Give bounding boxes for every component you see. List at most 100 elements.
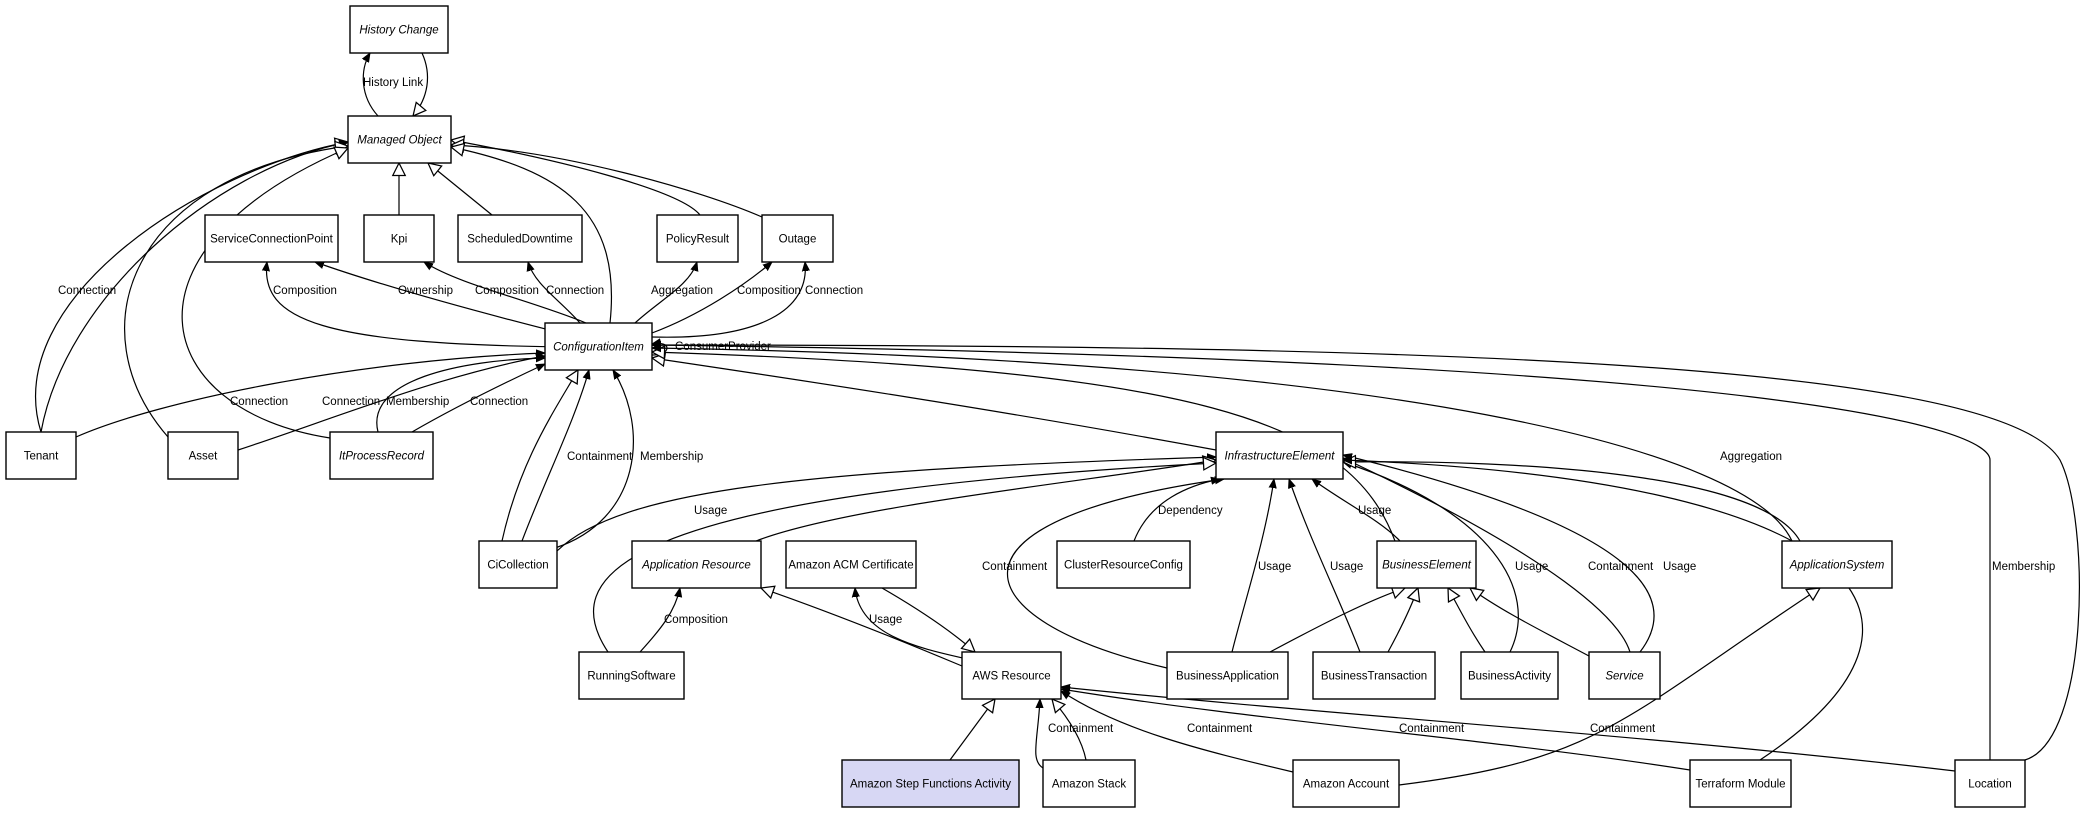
class-node-label: Kpi (391, 234, 408, 246)
class-node-application-system[interactable]: ApplicationSystem (1781, 540, 1893, 589)
association-edge-amazon_account-to-aws_resource (1061, 691, 1294, 773)
inheritance-edge-configuration_item-to-managed_object (451, 147, 612, 324)
class-node-label: BusinessElement (1382, 560, 1472, 572)
inheritance-edge-application_resource-to-infrastructure_element (755, 460, 1216, 542)
class-node-tenant[interactable]: Tenant (5, 431, 77, 480)
edge-label-e59: Containment (1590, 723, 1656, 735)
edge-label-e19: ConsumerProvider (675, 341, 771, 353)
class-node-ci-collection[interactable]: CiCollection (478, 540, 558, 589)
edge-label-e12: Composition (273, 285, 337, 297)
class-node-label: RunningSoftware (587, 671, 675, 683)
association-edge-service-to-infrastructure_element (1343, 455, 1655, 653)
class-node-amazon-account[interactable]: Amazon Account (1292, 759, 1400, 808)
association-edge-configuration_item-to-policy_result (634, 262, 697, 324)
class-node-label: Amazon Account (1303, 779, 1390, 791)
inheritance-edge-service-to-business_element (1470, 588, 1590, 657)
class-node-asset[interactable]: Asset (167, 431, 239, 480)
association-edge-ci_collection-to-configuration_item (521, 370, 589, 542)
class-node-history-change[interactable]: History Change (349, 5, 449, 54)
class-node-configuration-item[interactable]: ConfigurationItem (544, 322, 653, 371)
class-node-aws-resource[interactable]: AWS Resource (961, 651, 1062, 700)
association-edge-ci_collection-to-infrastructure_element (556, 457, 1216, 552)
inheritance-edge-aws_resource-to-application_resource (761, 588, 963, 667)
class-node-amazon-step-functions-activity[interactable]: Amazon Step Functions Activity (841, 759, 1020, 808)
edge-label-e57: Containment (1187, 723, 1253, 735)
class-node-service[interactable]: Service (1588, 651, 1661, 700)
class-node-managed-object[interactable]: Managed Object (347, 115, 452, 164)
edge-label-e45: Composition (664, 614, 728, 626)
class-node-label: PolicyResult (666, 234, 730, 246)
inheritance-edge-history_change-to-managed_object (413, 52, 429, 116)
class-node-label: Managed Object (357, 135, 442, 147)
class-node-amazon-stack[interactable]: Amazon Stack (1042, 759, 1136, 808)
class-node-cluster-resource-config[interactable]: ClusterResourceConfig (1056, 540, 1191, 589)
edge-label-e25: Containment (567, 451, 633, 463)
class-node-business-application[interactable]: BusinessApplication (1166, 651, 1289, 700)
edge-label-e58: Containment (1399, 723, 1465, 735)
class-node-service-connection-point[interactable]: ServiceConnectionPoint (204, 214, 339, 263)
association-edge-location-to-configuration_item (652, 345, 1991, 760)
class-node-amazon-acm-certificate[interactable]: Amazon ACM Certificate (785, 540, 917, 589)
inheritance-edge-infrastructure_element-to-configuration_item (652, 358, 1217, 451)
class-node-outage[interactable]: Outage (761, 214, 834, 263)
edge-label-e20: Connection (230, 396, 288, 408)
edge-label-e16: Aggregation (651, 285, 713, 297)
association-edge-running_software-to-application_resource (639, 588, 680, 653)
class-node-label: ServiceConnectionPoint (210, 234, 334, 246)
edge-label-e30: Membership (1992, 561, 2055, 573)
inheritance-edge-ci_collection-to-configuration_item (501, 370, 578, 542)
inheritance-edge-amazon_step_functions_activity-to-aws_resource (949, 699, 995, 761)
edge-label-e41: Containment (1588, 561, 1654, 573)
association-edge-business_activity-to-infrastructure_element (1343, 462, 1519, 653)
class-node-business-transaction[interactable]: BusinessTransaction (1312, 651, 1436, 700)
association-edge-it_process_record-to-configuration_item (411, 363, 545, 433)
edge-label-e37: Usage (1258, 561, 1291, 573)
inheritance-edge-scheduled_downtime-to-managed_object (428, 163, 493, 216)
edge-label-e39: Usage (1358, 505, 1391, 517)
association-edge-business_application-to-infrastructure_element (1231, 479, 1274, 653)
class-node-policy-result[interactable]: PolicyResult (656, 214, 739, 263)
edge-label-e09: Connection (58, 285, 116, 297)
inheritance-edge-business_application-to-business_element (1269, 588, 1405, 653)
edge-label-e35: Dependency (1158, 505, 1223, 517)
association-edge-terraform_module-to-aws_resource (1061, 689, 1691, 771)
association-edge-application_system-to-configuration_item (652, 348, 1793, 542)
association-edge-amazon_stack-to-aws_resource (1035, 699, 1043, 769)
association-edge-configuration_item-to-service_connection_point (315, 262, 566, 335)
class-node-label: AWS Resource (972, 671, 1050, 683)
association-edge-configuration_item-to-kpi (424, 262, 587, 324)
class-node-label: CiCollection (487, 560, 548, 572)
class-node-it-process-record[interactable]: ItProcessRecord (329, 431, 434, 480)
edge-label-e56: Containment (1048, 723, 1114, 735)
class-node-label: Amazon Step Functions Activity (850, 779, 1011, 791)
class-node-scheduled-downtime[interactable]: ScheduledDowntime (457, 214, 583, 263)
class-node-label: ApplicationSystem (1789, 560, 1885, 572)
edge-label-e17: Composition (737, 285, 801, 297)
inheritance-edge-outage-to-managed_object (451, 145, 763, 218)
class-node-label: Amazon ACM Certificate (788, 560, 913, 572)
class-node-business-activity[interactable]: BusinessActivity (1460, 651, 1559, 700)
class-node-running-software[interactable]: RunningSoftware (578, 651, 685, 700)
edges (34, 52, 2080, 786)
association-edge-configuration_item-to-outage (651, 262, 772, 334)
class-node-infrastructure-element[interactable]: InfrastructureElement (1215, 431, 1344, 480)
association-edge-business_element-to-infrastructure_element (1312, 479, 1401, 542)
association-edge-business_application-to-infrastructure_element (1006, 479, 1224, 669)
inheritance-edge-business_activity-to-business_element (1448, 588, 1486, 653)
inheritance-edge-business_element-to-configuration_item (652, 352, 1396, 542)
edge-label-e13: Ownership (398, 285, 453, 297)
class-node-location[interactable]: Location (1954, 759, 2026, 808)
class-node-application-resource[interactable]: Application Resource (631, 540, 762, 589)
class-node-label: Outage (779, 234, 817, 246)
edge-label-e47: Usage (869, 614, 902, 626)
association-edge-location-to-configuration_item (652, 345, 2080, 761)
class-node-kpi[interactable]: Kpi (363, 214, 435, 263)
class-node-terraform-module[interactable]: Terraform Module (1689, 759, 1792, 808)
edge-label-e01: History Link (363, 77, 423, 89)
inheritance-edge-it_process_record-to-managed_object (181, 148, 348, 439)
class-node-label: History Change (359, 25, 438, 37)
association-edge-ci_collection-to-configuration_item (554, 370, 634, 549)
class-node-business-element[interactable]: BusinessElement (1376, 540, 1477, 589)
edge-label-e36: Containment (982, 561, 1048, 573)
